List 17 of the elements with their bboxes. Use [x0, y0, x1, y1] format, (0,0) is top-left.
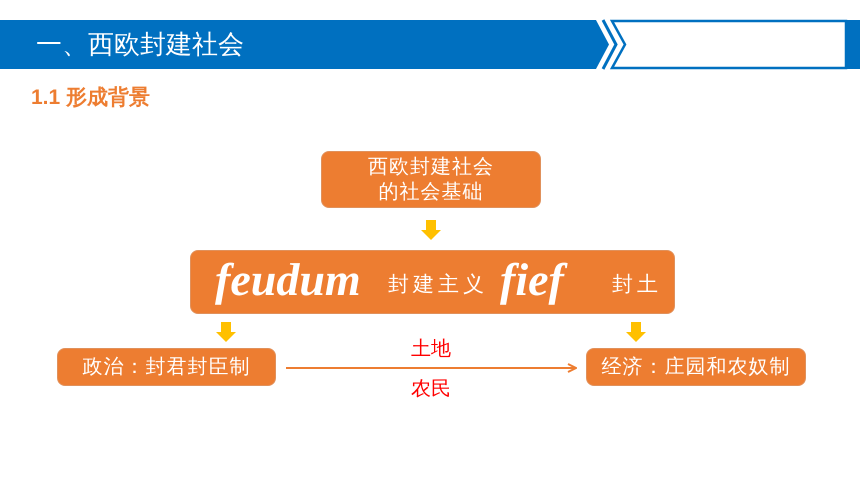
node-text: 政治：封君封臣制: [82, 354, 250, 380]
block-arrow: [421, 220, 441, 240]
translation-text: 封土: [612, 271, 662, 297]
arrow-label: 农民: [411, 377, 451, 401]
concept-box: [57, 348, 276, 386]
node-text: 经济：庄园和农奴制: [602, 354, 790, 380]
section-heading: 1.1 形成背景: [31, 85, 150, 111]
concept-box: [586, 348, 806, 386]
block-arrow: [216, 322, 236, 342]
concept-box: [190, 250, 675, 314]
page-title: 一、西欧封建社会: [36, 29, 244, 61]
translation-text: 封建主义: [388, 271, 488, 297]
arrow: [286, 363, 577, 373]
node-text: 西欧封建社会的社会基础: [368, 154, 494, 204]
block-arrow: [626, 322, 646, 342]
concept-box: [321, 151, 541, 208]
latin-term: feudum: [215, 254, 361, 306]
